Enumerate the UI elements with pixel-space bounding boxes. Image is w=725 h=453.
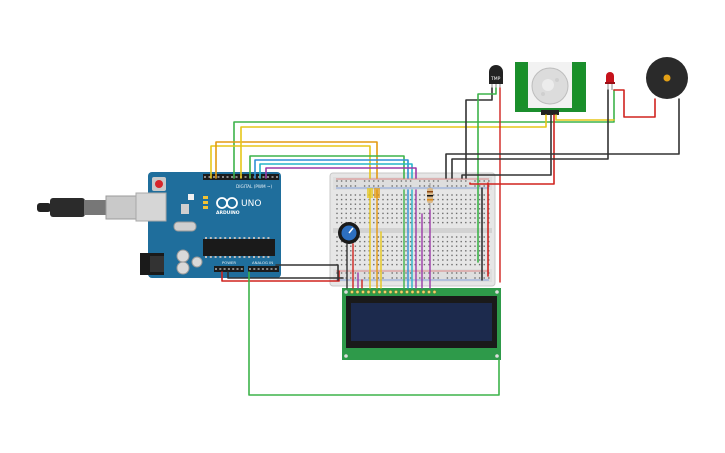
wire-green-tmp[interactable] bbox=[477, 87, 497, 263]
atmega-chip bbox=[203, 239, 275, 256]
lcd-screen bbox=[351, 303, 492, 341]
capacitor-2 bbox=[176, 261, 190, 275]
wire-yellow-pir[interactable] bbox=[240, 114, 547, 179]
piezo-buzzer[interactable] bbox=[646, 57, 688, 99]
wire-blue-d6[interactable] bbox=[254, 159, 409, 179]
wire-green-led[interactable] bbox=[233, 89, 615, 179]
usb-plug bbox=[50, 198, 85, 217]
usb-b-connector bbox=[135, 192, 167, 222]
wire-black-gnd[interactable] bbox=[275, 264, 339, 281]
temperature-sensor[interactable]: TMP bbox=[489, 65, 503, 88]
led[interactable] bbox=[605, 72, 615, 90]
led-body bbox=[606, 72, 614, 83]
wire-black-led[interactable] bbox=[451, 89, 609, 179]
arduino-brand: ARDUINO bbox=[216, 210, 240, 216]
lcd-16x2-display[interactable] bbox=[342, 288, 501, 360]
crystal bbox=[181, 204, 189, 214]
arduino-logo-icon bbox=[216, 197, 238, 209]
wire-black-buzzer[interactable] bbox=[445, 98, 680, 179]
wire-yellow-d12[interactable] bbox=[210, 145, 371, 179]
wire-red-5v[interactable] bbox=[221, 270, 340, 282]
oscillator bbox=[173, 221, 197, 232]
temperature-sensor-label: TMP bbox=[490, 76, 501, 82]
pir-header bbox=[541, 110, 559, 115]
capacitor-1 bbox=[176, 249, 190, 263]
power-pins-label: POWER bbox=[222, 260, 236, 265]
wire-red-buzzer[interactable] bbox=[613, 89, 656, 118]
arduino-model: UNO bbox=[241, 199, 261, 209]
digital-pins-label: DIGITAL (PWM ~) bbox=[236, 184, 272, 189]
usb-port bbox=[105, 195, 137, 220]
pir-motion-sensor[interactable] bbox=[515, 62, 586, 115]
arduino-uno-board[interactable]: DIGITAL (PWM ~) ARDUINO UNO POWER ANALOG… bbox=[37, 172, 281, 278]
wire-yellow-pir-out[interactable] bbox=[555, 114, 615, 121]
resistor[interactable] bbox=[427, 183, 433, 210]
usb-cable-end bbox=[37, 203, 51, 212]
analog-pins-label: ANALOG IN bbox=[252, 260, 273, 265]
breadboard-holes bbox=[336, 180, 490, 279]
wire-purple-d4[interactable] bbox=[265, 167, 417, 179]
capacitor-3 bbox=[191, 256, 203, 268]
wire-cyan-d5[interactable] bbox=[259, 163, 413, 179]
wire-black-tmp[interactable] bbox=[465, 87, 493, 179]
breadboard-jumpers bbox=[367, 188, 380, 198]
potentiometer[interactable] bbox=[338, 222, 360, 244]
wire-green-backlight[interactable] bbox=[248, 271, 500, 396]
usb-plug-metal bbox=[84, 200, 108, 215]
wire-green-d7[interactable] bbox=[249, 155, 405, 179]
wires bbox=[210, 87, 680, 396]
